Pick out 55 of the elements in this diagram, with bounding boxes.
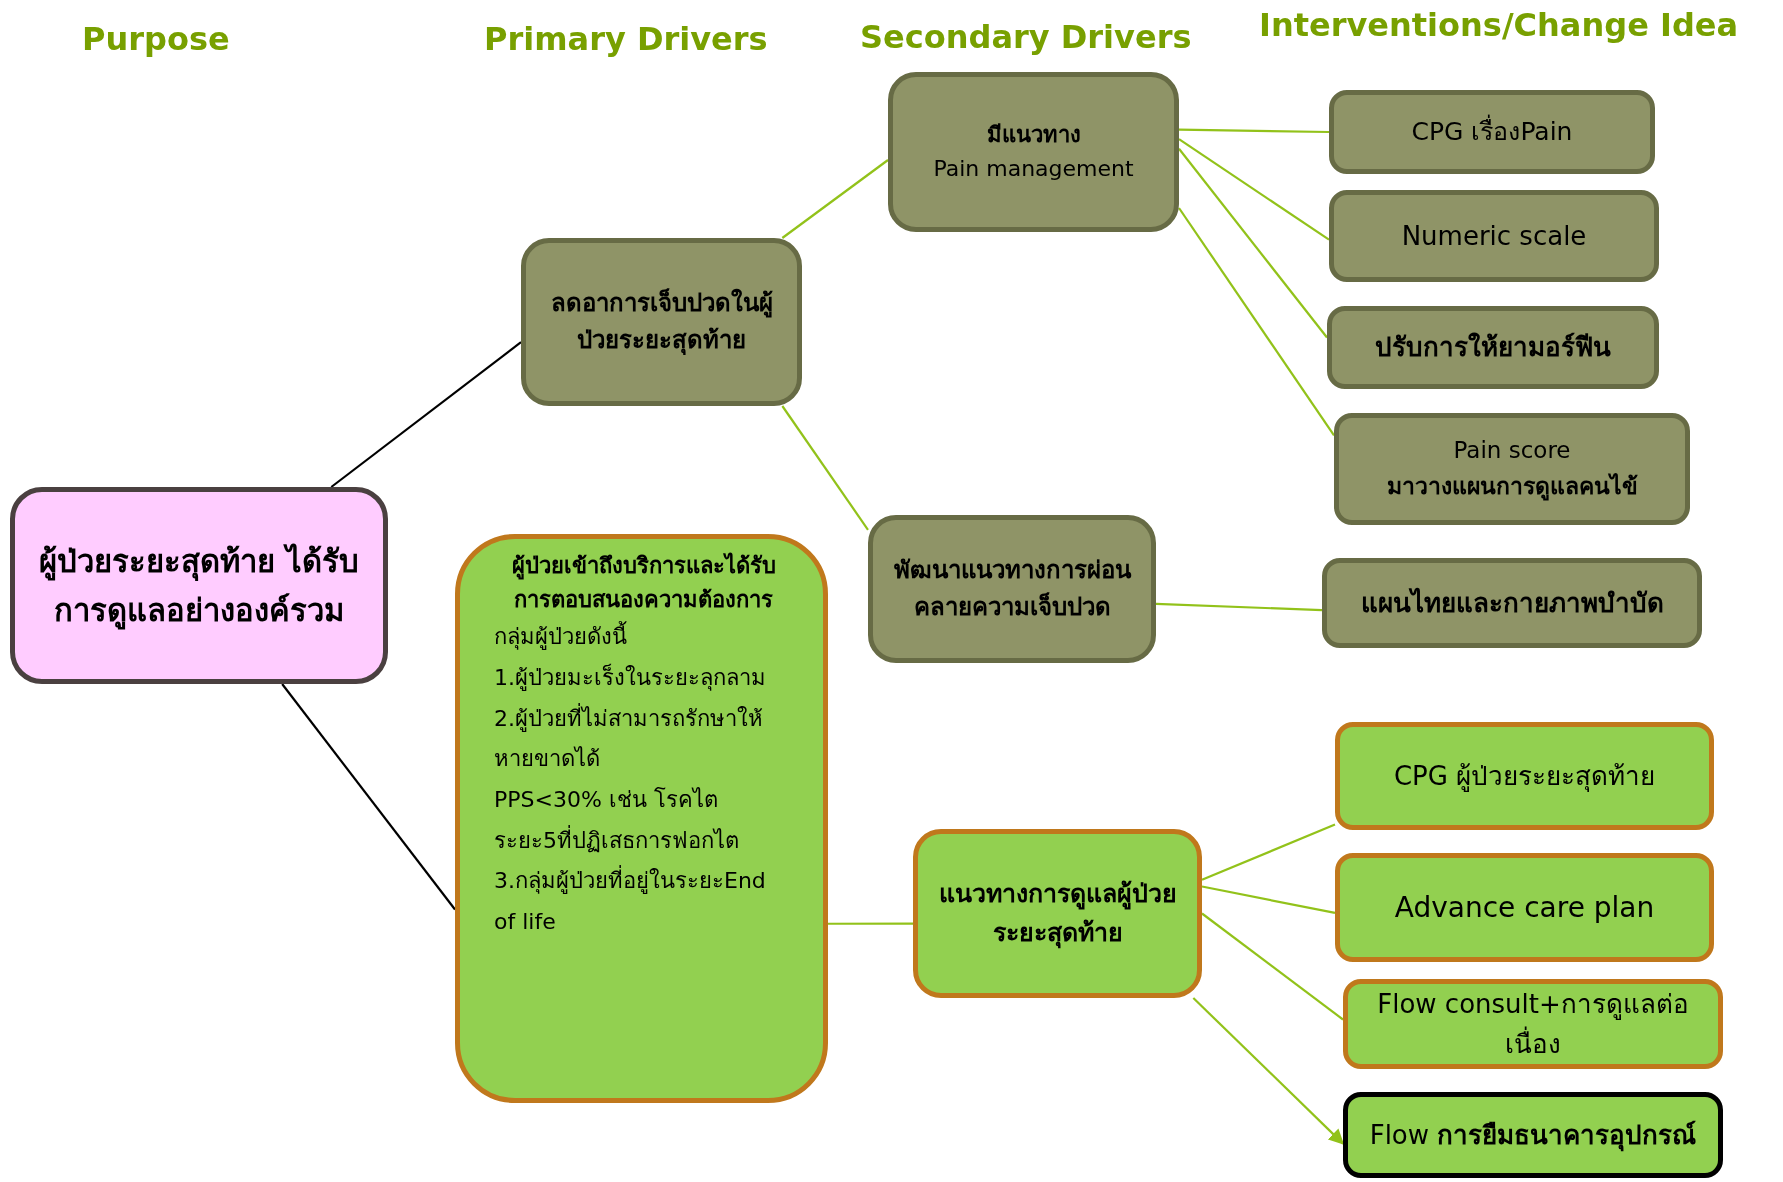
node-text: มาวางแผนการดูแลคนไข้	[1386, 472, 1638, 503]
connector-line	[1179, 128, 1329, 134]
column-heading: Interventions/Change Idea	[1259, 6, 1739, 44]
node-text: Flow การยืมธนาคารอุปกรณ์	[1369, 1118, 1697, 1154]
idea-box	[1322, 558, 1702, 648]
idea-box	[1334, 413, 1690, 525]
list-item: กลุ่มผู้ป่วยดังนี้	[494, 617, 793, 658]
column-heading: Secondary Drivers	[860, 18, 1192, 56]
node-text: ปรับการให้ยามอร์ฟีน	[1375, 331, 1611, 365]
connector-line	[330, 341, 522, 488]
connector-line	[781, 159, 889, 239]
idea-box	[1329, 90, 1655, 174]
column-heading: Primary Drivers	[484, 20, 768, 58]
purpose-box	[10, 487, 388, 684]
idea-box	[1335, 722, 1714, 830]
node-text: ลดอาการเจ็บปวดในผู้ป่วยระยะสุดท้าย	[549, 287, 774, 357]
list-item: 2.ผู้ป่วยที่ไม่สามารถรักษาให้หายขาดได้	[494, 702, 764, 774]
node-text: CPG ผู้ป่วยระยะสุดท้าย	[1393, 759, 1656, 794]
connector-line	[781, 405, 869, 531]
node-text: Flow consult+การดูแลต่อเนื่อง	[1376, 987, 1690, 1061]
list-item: PPS<30% เช่น โรคไตระยะ5ที่ปฏิเสธการฟอกไต	[494, 785, 740, 855]
driver-box	[455, 534, 828, 1103]
driver-box	[521, 238, 802, 406]
node-text: พัฒนาแนวทางการผ่อนคลายความเจ็บปวด	[892, 554, 1132, 623]
node-text: Pain management	[933, 155, 1134, 183]
node-text: มีแนวทาง	[986, 120, 1081, 149]
connector-line	[1201, 912, 1344, 1021]
node-text: ผู้ป่วยระยะสุดท้าย ได้รับการดูแลอย่างองค์รวม	[38, 542, 360, 632]
list-item: 1.ผู้ป่วยมะเร็งในระยะลุกลาม	[494, 662, 767, 693]
connector-line	[1201, 885, 1336, 915]
connector-line	[1178, 138, 1330, 241]
idea-box	[1335, 853, 1714, 962]
connector-line	[1178, 207, 1335, 436]
idea-box	[1343, 1092, 1723, 1178]
node-text: แผนไทยและกายภาพบำบัด	[1360, 586, 1664, 620]
node-text: Advance care plan	[1394, 889, 1655, 926]
connector-line	[281, 683, 456, 911]
node-text: Numeric scale	[1401, 219, 1587, 253]
idea-box	[1327, 306, 1659, 389]
node-text: ผู้ป่วยเข้าถึงบริการและได้รับการตอบสนองความต้องการ	[510, 551, 777, 615]
node-text: CPG เรื่องPain	[1411, 113, 1573, 148]
driver-box	[913, 829, 1202, 998]
idea-box	[1329, 190, 1659, 282]
column-heading: Purpose	[82, 20, 230, 58]
driver-box	[888, 72, 1179, 232]
connector-line	[828, 922, 913, 925]
connector-line	[1201, 823, 1336, 881]
idea-box	[1343, 979, 1723, 1069]
arrow	[1192, 997, 1345, 1145]
list-item: 3.กลุ่มผู้ป่วยที่อยู่ในระยะEnd of life	[494, 861, 793, 943]
node-text: แนวทางการดูแลผู้ป่วยระยะสุดท้าย	[937, 877, 1178, 951]
driver-box	[868, 515, 1156, 663]
connector-line	[1155, 602, 1323, 612]
connector-line	[1178, 148, 1328, 339]
node-text: Pain score	[1453, 436, 1571, 466]
